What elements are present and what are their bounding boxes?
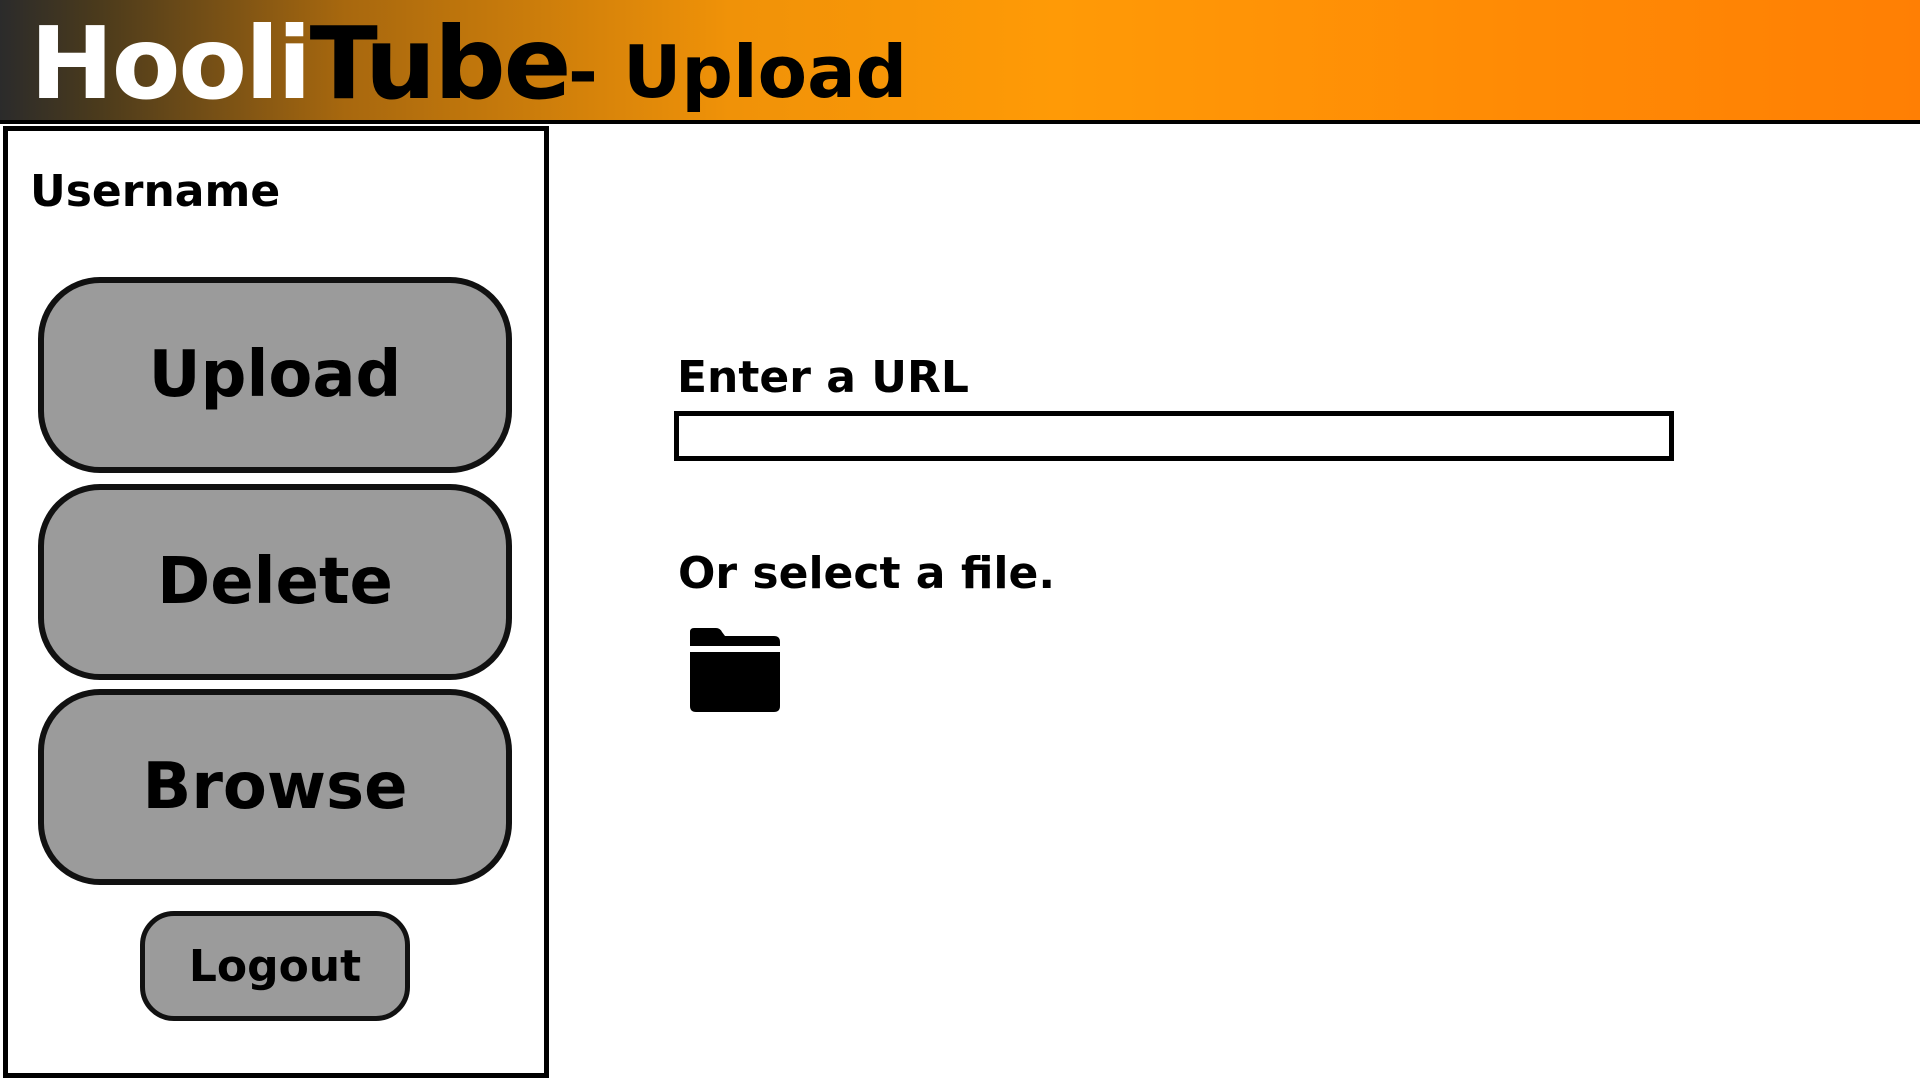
page-title: - Upload	[568, 30, 908, 114]
browse-button[interactable]: Browse	[38, 689, 512, 885]
logout-button[interactable]: Logout	[140, 911, 410, 1021]
upload-button[interactable]: Upload	[38, 277, 512, 473]
brand-tube: Tube	[309, 5, 572, 122]
brand-hooli: Hooli	[30, 5, 312, 122]
username-label: Username	[30, 166, 281, 217]
brand-logo: HooliTube	[30, 14, 571, 114]
file-select-label: Or select a file.	[678, 548, 1056, 599]
delete-button-label: Delete	[157, 545, 393, 619]
folder-icon[interactable]	[686, 626, 782, 714]
logout-button-label: Logout	[188, 940, 362, 992]
upload-button-label: Upload	[148, 338, 402, 412]
delete-button[interactable]: Delete	[38, 484, 512, 680]
folder-icon-graphic	[690, 628, 780, 712]
url-input[interactable]	[674, 411, 1674, 461]
header-bar: HooliTube - Upload	[0, 0, 1920, 124]
browse-button-label: Browse	[142, 750, 408, 824]
url-label: Enter a URL	[677, 352, 969, 403]
sidebar: Username Upload Delete Browse Logout	[3, 126, 549, 1078]
